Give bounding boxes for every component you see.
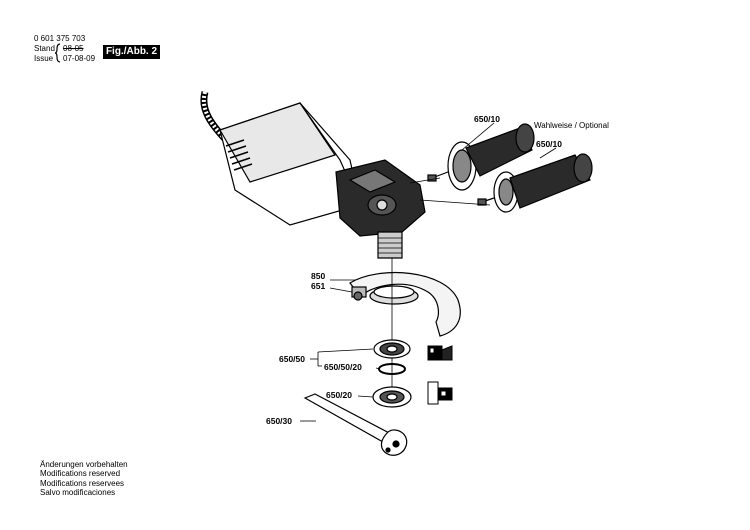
stand-label: Stand (34, 44, 55, 53)
handle-assembly-lines (409, 177, 491, 206)
footer-notes: Änderungen vorbehalten Modifications res… (40, 460, 128, 498)
figure-label: Fig./Abb. 2 (103, 45, 160, 59)
label-650-10-upper: 650/10 (474, 114, 500, 124)
issue-value: 07-08-09 (63, 54, 96, 63)
leader-lines (300, 122, 557, 422)
label-850: 850 (311, 271, 326, 281)
label-650-50-20: 650/50/20 (324, 362, 362, 372)
label-650-20: 650/20 (326, 390, 352, 400)
flange-detail-icons (427, 345, 453, 405)
side-handle-lower (477, 153, 593, 213)
vent-slots (225, 139, 253, 171)
wheel-guard (349, 272, 461, 337)
label-651: 651 (311, 281, 326, 291)
label-650-50: 650/50 (279, 354, 305, 364)
label-650-30: 650/30 (266, 416, 292, 426)
stand-value: 08-05 (63, 44, 84, 53)
spanner-wrench (303, 393, 408, 456)
part-number: 0 601 375 703 (34, 34, 86, 43)
angle-grinder (219, 102, 426, 259)
footer-line-1: Änderungen vorbehalten (40, 460, 128, 469)
footer-line-4: Salvo modificaciones (40, 488, 116, 498)
header-brace (54, 43, 61, 63)
optional-note: Wahlweise / Optional (534, 121, 609, 130)
footer-line-3: Modifications reservees (40, 478, 125, 488)
spindle (377, 231, 403, 259)
clamping-nut (372, 386, 412, 408)
clamping-flange (373, 339, 411, 359)
label-650-10-lower: 650/10 (536, 139, 562, 149)
issue-label: Issue (34, 54, 54, 63)
side-handle-upper (427, 123, 535, 191)
footer-line-2: Modifications reserved (40, 469, 121, 479)
